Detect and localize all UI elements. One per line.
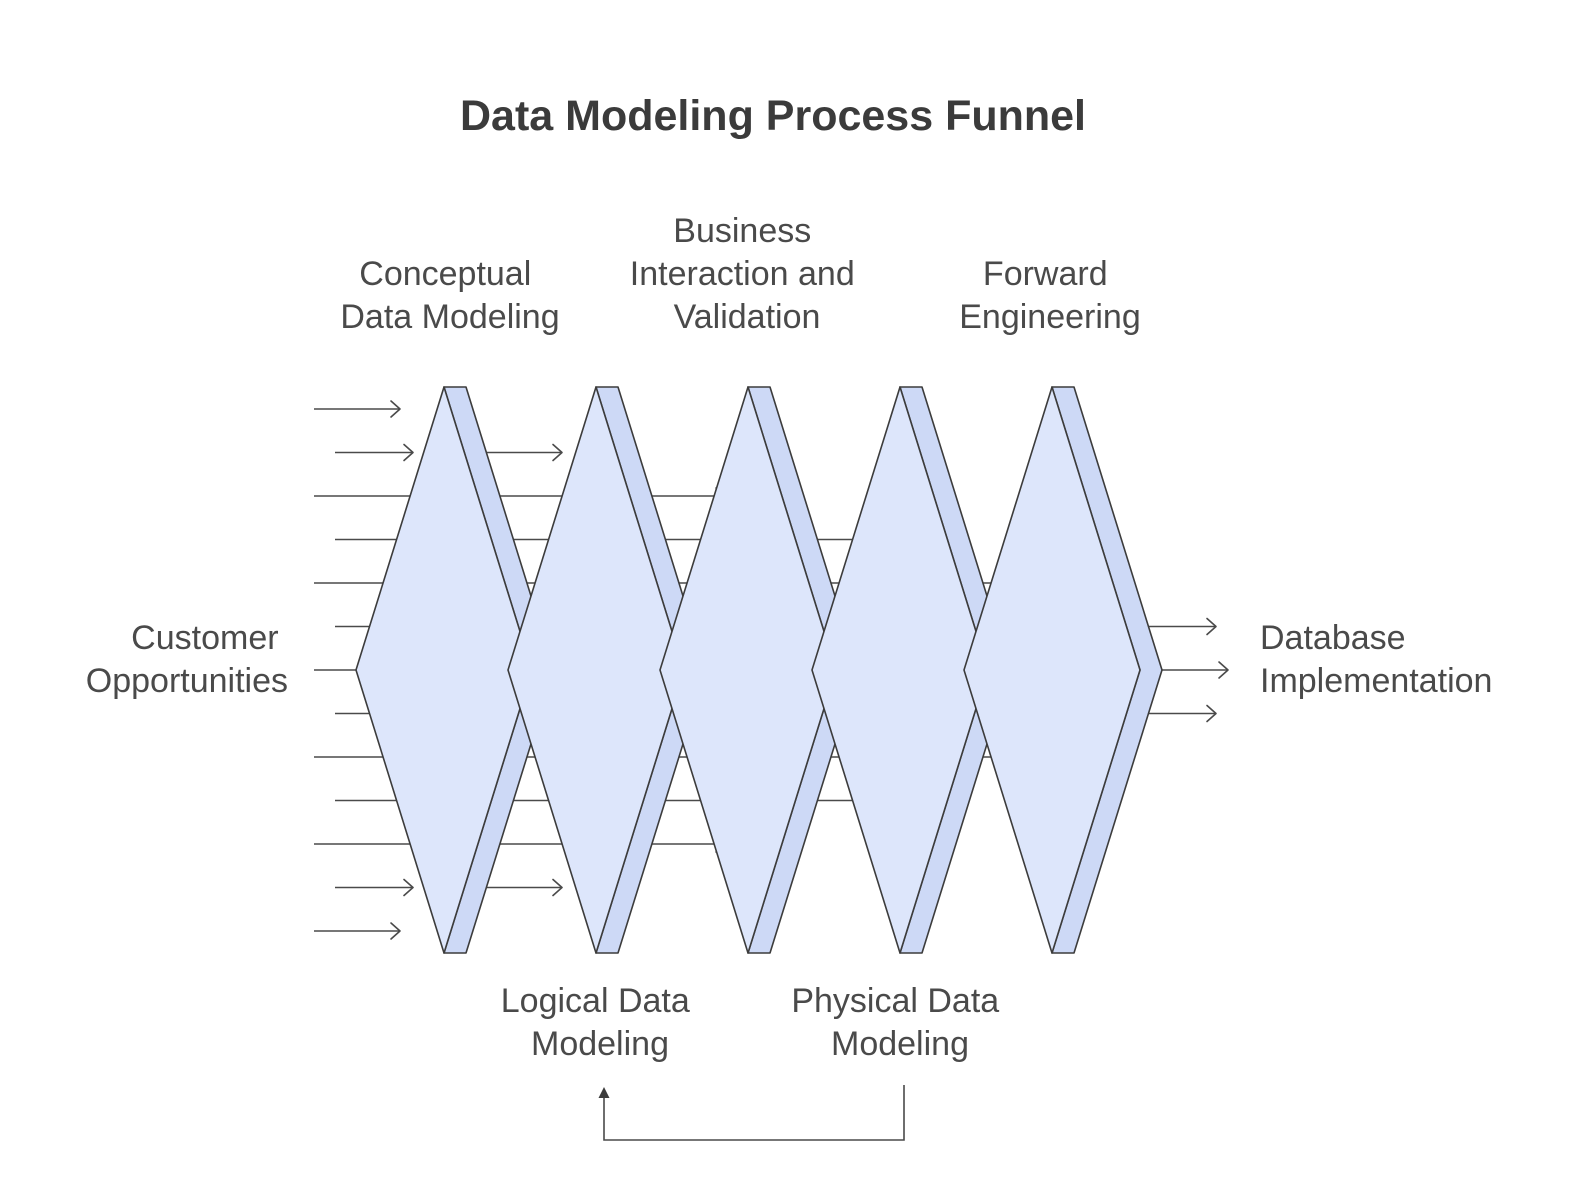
stage-front-face xyxy=(963,386,1141,954)
output-label: Database Implementation xyxy=(1260,619,1492,700)
feedback-connector xyxy=(603,1085,905,1141)
arrow-head xyxy=(390,922,401,940)
stage-front-face xyxy=(659,386,837,954)
arrow-head xyxy=(403,878,414,897)
flow-arrow-group0-row11 xyxy=(335,878,414,897)
feedback-arrowhead xyxy=(598,1087,610,1098)
flow-arrow-group1-row10 xyxy=(480,878,563,897)
arrow-head xyxy=(390,400,401,418)
stage-front-face xyxy=(811,386,989,954)
flow-arrow-group0-row1 xyxy=(335,443,414,462)
stage-front-face xyxy=(355,386,533,954)
flow-arrow-group5-row2 xyxy=(1140,704,1217,723)
flow-arrow-group1-row0 xyxy=(480,443,563,462)
diagram-title: Data Modeling Process Funnel xyxy=(460,92,1086,140)
stage-label-physical: Physical Data Modeling xyxy=(791,982,1008,1063)
stage-front-face xyxy=(507,386,685,954)
arrow-head xyxy=(403,443,414,462)
flow-arrow-group0-row12 xyxy=(314,922,401,940)
stage-label-forward: Forward Engineering xyxy=(959,255,1140,336)
arrow-head xyxy=(1206,617,1217,636)
arrow-head xyxy=(1206,704,1217,723)
arrow-head xyxy=(1218,661,1229,679)
arrow-head xyxy=(552,878,563,897)
stage-shape-forward xyxy=(963,386,1163,954)
stage-label-logical: Logical Data Modeling xyxy=(501,982,699,1063)
arrow-head xyxy=(552,443,563,462)
funnel-stages xyxy=(355,386,1163,954)
feedback-loop xyxy=(598,1085,905,1141)
stage-label-conceptual: Conceptual Data Modeling xyxy=(340,255,559,336)
flow-arrow-group5-row0 xyxy=(1140,617,1217,636)
stage-label-business: Business Interaction and Validation xyxy=(630,212,864,336)
input-label: Customer Opportunities xyxy=(86,619,288,700)
flow-arrow-group0-row0 xyxy=(314,400,401,418)
